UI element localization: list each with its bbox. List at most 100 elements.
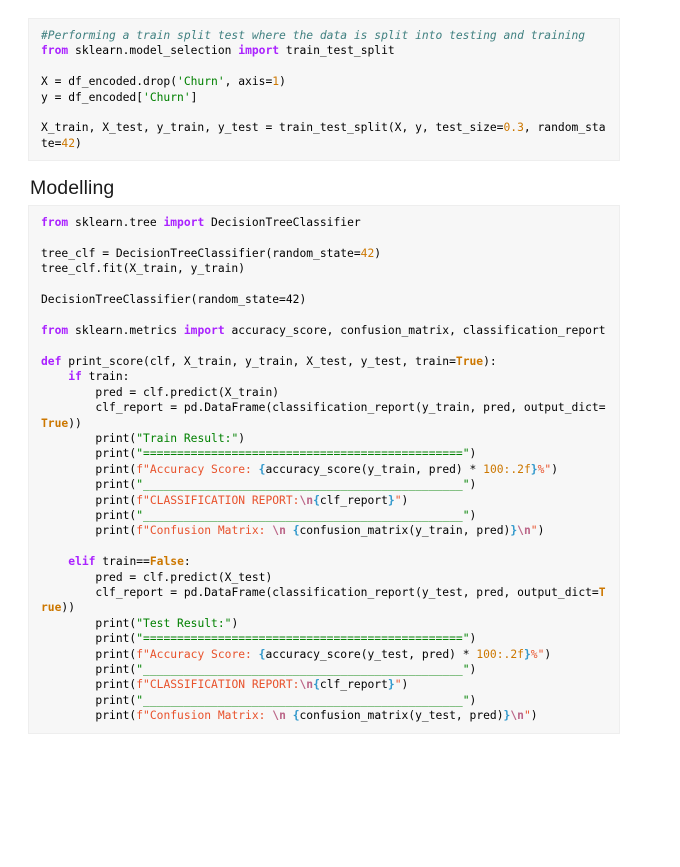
code-token: True — [41, 586, 606, 615]
code-token: ): — [483, 354, 497, 368]
code-token: import — [238, 44, 280, 58]
top-spacer — [0, 0, 680, 18]
code-token: %" — [537, 462, 552, 476]
code-token: { — [313, 493, 320, 507]
code-token: clf_report — [319, 493, 388, 507]
code-token: from — [41, 44, 69, 58]
code-token: : — [183, 555, 191, 569]
code-token: "_______________________________________… — [136, 663, 470, 677]
code-token: "=======================================… — [136, 632, 470, 646]
code-token: )) — [61, 601, 76, 615]
code-token: \n — [272, 709, 286, 723]
code-token: DecisionTreeClassifier(random_state=42) — [41, 293, 307, 307]
code-token: ] — [190, 90, 198, 104]
code-token: print( — [41, 663, 137, 677]
code-token: ) — [238, 431, 246, 445]
code-token: X_train, X_test, y_train, y_test = train… — [41, 121, 504, 135]
code-token: ) — [530, 709, 538, 723]
code-token: 42 — [61, 136, 76, 150]
code-token: False — [149, 555, 184, 569]
code-token: sklearn.tree — [68, 216, 164, 230]
code-token: pred = clf.predict(X_train) — [41, 385, 280, 399]
code-token: def — [41, 354, 62, 368]
code-token: from — [41, 216, 69, 230]
code-token: ) — [551, 462, 558, 476]
code-token: 1 — [272, 75, 280, 89]
code-token: 'Churn' — [177, 75, 225, 89]
code-token: " — [523, 709, 531, 723]
code-token: ) — [469, 632, 477, 646]
code-token: print( — [41, 709, 137, 723]
code-token: f"Confusion Matrix: — [136, 524, 273, 538]
code-token: y = df_encoded[ — [41, 90, 144, 104]
code-token: ) — [544, 647, 552, 661]
code-token: "_______________________________________… — [136, 508, 470, 522]
code-token: )) — [68, 416, 82, 430]
code-token: 0.3 — [503, 121, 524, 135]
code-token: confusion_matrix(y_train, pred) — [299, 524, 511, 538]
code-token: print( — [41, 462, 137, 476]
code-token: print_score — [61, 354, 144, 368]
code-token: ) — [401, 493, 409, 507]
code-token: (clf, X_train, y_train, X_test, y_test, … — [143, 354, 456, 368]
code-token: { — [292, 709, 300, 723]
code-token: " — [394, 493, 402, 507]
code-token: ) — [469, 663, 477, 677]
code-token: "=======================================… — [136, 447, 470, 461]
code-token: { — [313, 678, 320, 692]
code-token: train== — [95, 555, 150, 569]
code-token: f"Confusion Matrix: — [136, 709, 273, 723]
code-token: , axis= — [224, 75, 273, 89]
code-token: } — [387, 493, 395, 507]
code-token: } — [387, 678, 395, 692]
code-token: print( — [41, 616, 137, 630]
code-token: } — [503, 709, 511, 723]
code-token: "Train Result:" — [136, 431, 239, 445]
code-token: 100 — [476, 647, 497, 661]
code-token: True — [41, 416, 69, 430]
code-token: print( — [41, 524, 137, 538]
code-token: 100 — [483, 462, 504, 476]
code-token: \n — [517, 524, 531, 538]
code-token: print( — [41, 647, 137, 661]
code-token: " — [394, 678, 402, 692]
code-token: ) — [374, 247, 382, 261]
code-token: } — [523, 647, 531, 661]
code-token: X = df_encoded.drop( — [41, 75, 178, 89]
code-token: accuracy_score, confusion_matrix, classi… — [224, 324, 606, 338]
code-token: print( — [41, 678, 137, 692]
code-cell-modelling[interactable]: from sklearn.tree import DecisionTreeCla… — [28, 205, 620, 734]
code-token: ) — [279, 75, 286, 89]
code-token: \n — [510, 709, 524, 723]
code-token: sklearn.metrics — [68, 324, 184, 338]
code-token: { — [258, 647, 266, 661]
code-token: tree_clf = DecisionTreeClassifier(random… — [41, 247, 361, 261]
code-token: :.2f — [496, 647, 524, 661]
code-cell-train-test-split[interactable]: #Performing a train split test where the… — [28, 18, 620, 162]
code-token: True — [455, 354, 484, 368]
code-token: f"Accuracy Score: — [136, 462, 259, 476]
code-cell-body: from sklearn.tree import DecisionTreeCla… — [29, 206, 619, 732]
code-token: "_______________________________________… — [136, 478, 470, 492]
code-token: DecisionTreeClassifier — [204, 216, 361, 230]
code-token: accuracy_score(y_test, pred) * — [265, 647, 477, 661]
code-token: clf_report = pd.DataFrame(classification… — [41, 401, 606, 415]
code-token: { — [292, 524, 300, 538]
code-token: ) — [469, 447, 477, 461]
code-token — [286, 709, 293, 722]
code-block[interactable]: #Performing a train split test where the… — [41, 28, 609, 151]
code-token: ) — [537, 524, 545, 538]
code-token: "_______________________________________… — [136, 693, 470, 707]
code-token: } — [510, 524, 518, 538]
code-token: print( — [41, 447, 137, 461]
code-token: train: — [81, 370, 130, 384]
code-token: print( — [41, 693, 137, 707]
code-token: tree_clf.fit(X_train, y_train) — [41, 262, 246, 276]
code-token: } — [530, 462, 538, 476]
code-block[interactable]: from sklearn.tree import DecisionTreeCla… — [41, 215, 609, 723]
code-token: elif — [68, 555, 96, 569]
code-token: f"Accuracy Score: — [136, 647, 259, 661]
code-token: { — [258, 462, 266, 476]
code-token: "Test Result:" — [136, 616, 232, 630]
